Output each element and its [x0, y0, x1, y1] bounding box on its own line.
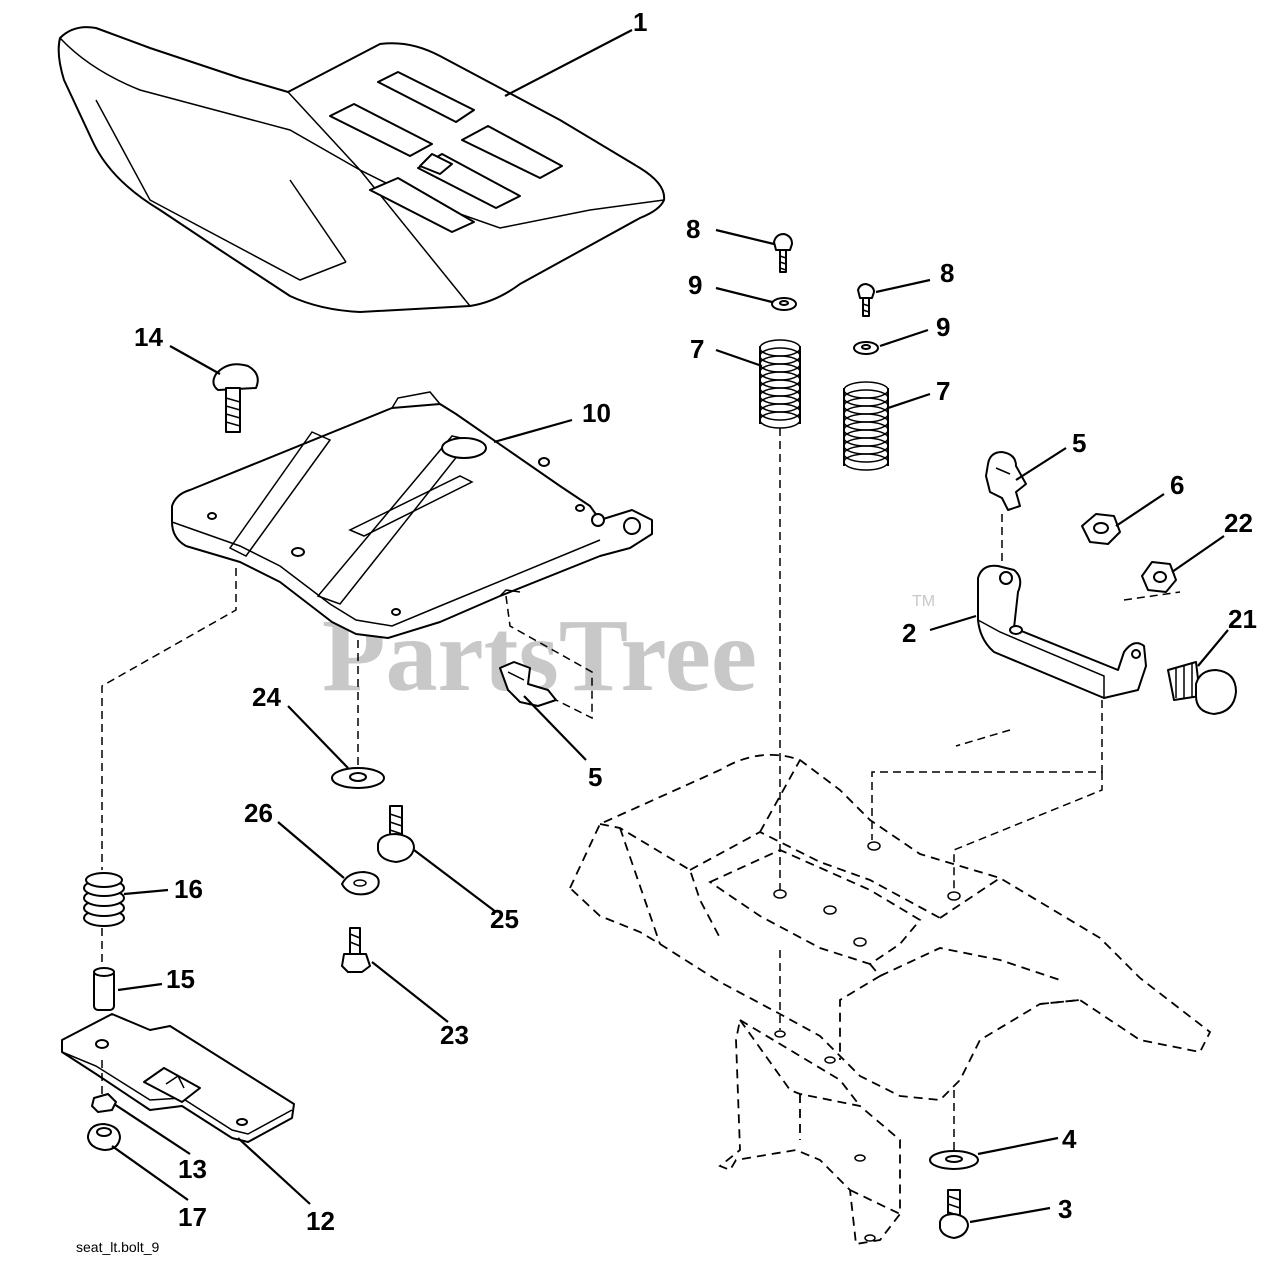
leader-13 [113, 1103, 191, 1155]
callout-7-left: 7 [690, 334, 704, 364]
leader-23 [371, 961, 449, 1023]
callout-26: 26 [244, 798, 273, 828]
callout-8-left: 8 [686, 214, 700, 244]
leader-7-left [715, 348, 763, 368]
assembly-line-bracket-3 [953, 772, 1103, 890]
callout-13: 13 [178, 1154, 207, 1184]
leader-24 [287, 705, 349, 769]
leader-5-left [523, 695, 587, 761]
part-frame-ghost [568, 753, 1212, 1101]
part-flat-washer-4 [929, 1150, 979, 1170]
leader-7-right [887, 392, 931, 410]
part-bolt-8-right [857, 283, 875, 317]
part-seat-clip-right [985, 451, 1027, 511]
part-bracket-plate-12 [61, 1013, 295, 1143]
assembly-line-16 [101, 568, 237, 870]
part-seat-bracket-2 [977, 564, 1147, 699]
callout-3: 3 [1058, 1194, 1072, 1224]
leader-1 [504, 29, 633, 97]
callout-9-right: 9 [936, 312, 950, 342]
callout-4: 4 [1062, 1124, 1077, 1154]
part-shoulder-bolt-25 [377, 805, 415, 863]
leader-5-right [1015, 447, 1067, 481]
part-nut-22 [1141, 561, 1177, 593]
callout-21: 21 [1228, 604, 1257, 634]
leader-26 [277, 821, 345, 879]
leader-9-right [879, 328, 929, 348]
part-seat [57, 26, 666, 313]
leader-12 [237, 1137, 311, 1205]
callout-8-right: 8 [940, 258, 954, 288]
callout-1: 1 [633, 7, 647, 37]
leader-17 [111, 1145, 189, 1201]
part-bolt-23 [341, 927, 371, 973]
part-bolt-8-left [773, 233, 793, 273]
leader-21 [1197, 629, 1229, 667]
callout-16: 16 [174, 874, 203, 904]
callout-24: 24 [252, 682, 281, 712]
trademark-mark: TM [912, 593, 935, 610]
callout-23: 23 [440, 1020, 469, 1050]
part-spring-16 [83, 872, 125, 927]
part-carriage-bolt [212, 363, 259, 433]
leader-2 [929, 614, 977, 632]
leader-16 [123, 888, 169, 896]
part-seat-pan [171, 391, 653, 639]
leader-6 [1115, 493, 1165, 527]
assembly-line-bracket-2 [955, 729, 1011, 747]
callout-9-left: 9 [688, 270, 702, 300]
part-flange-nut-17 [87, 1123, 121, 1151]
file-reference: seat_lt.bolt_9 [76, 1239, 159, 1255]
leader-10 [493, 418, 573, 444]
callout-7-right: 7 [936, 376, 950, 406]
part-washer-9-right [853, 341, 879, 355]
callout-10: 10 [582, 398, 611, 428]
callout-15: 15 [166, 964, 195, 994]
part-bolt-3 [939, 1189, 969, 1239]
callout-5-left: 5 [588, 762, 602, 792]
part-spring-7-right [843, 381, 889, 471]
callout-2: 2 [902, 618, 916, 648]
callout-5-right: 5 [1072, 428, 1086, 458]
part-flat-washer-24 [331, 767, 385, 789]
callout-17: 17 [178, 1202, 207, 1232]
leader-25 [413, 849, 497, 913]
leader-8-left [715, 228, 775, 246]
callout-25: 25 [490, 904, 519, 934]
callout-14: 14 [134, 322, 163, 352]
leader-9-left [715, 286, 773, 304]
callout-6: 6 [1170, 470, 1184, 500]
leader-4 [977, 1136, 1059, 1156]
leader-14 [169, 345, 221, 375]
leader-8-right [875, 278, 931, 294]
part-nut-13 [91, 1093, 117, 1113]
part-seat-clip-left [499, 661, 557, 707]
part-spacer-15 [93, 967, 115, 1011]
leader-22 [1171, 535, 1225, 573]
leader-3 [969, 1206, 1051, 1224]
leader-15 [117, 982, 163, 992]
assembly-line-clip-left [505, 595, 593, 720]
part-lock-washer-26 [341, 871, 380, 896]
assembly-line-bracket [871, 700, 1103, 840]
part-spring-7-left [759, 339, 801, 429]
callout-22: 22 [1224, 508, 1253, 538]
part-nut-6 [1081, 513, 1121, 545]
part-bolt-21 [1167, 661, 1237, 715]
part-lower-bracket-ghost [718, 1017, 901, 1246]
part-washer-9-left [771, 297, 797, 311]
callout-12: 12 [306, 1206, 335, 1236]
assembly-line-22 [1123, 591, 1181, 601]
